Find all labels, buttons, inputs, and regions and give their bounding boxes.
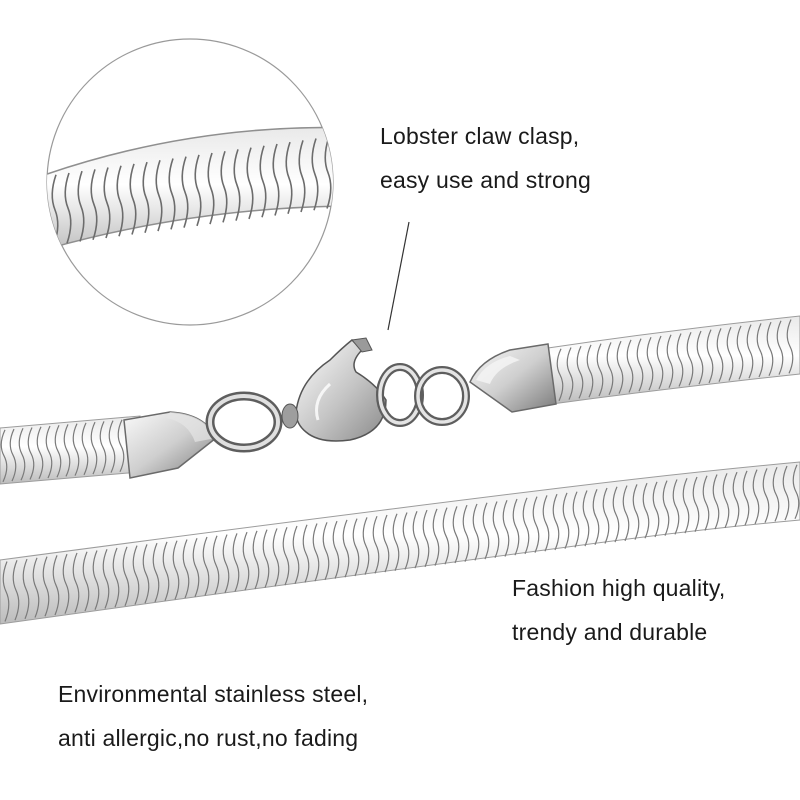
clasp-caption-line-1: Lobster claw clasp, [380,123,580,149]
material-caption-line-2: anti allergic,no rust,no fading [58,725,359,751]
chain-closeup-circle [46,38,334,326]
material-caption: Environmental stainless steel, anti alle… [58,672,368,760]
callout-line [387,221,410,331]
material-caption-line-1: Environmental stainless steel, [58,681,369,707]
fashion-caption-line-1: Fashion high quality, [512,575,726,601]
fashion-caption: Fashion high quality, trendy and durable [512,566,725,654]
right-end-cap [469,343,557,413]
left-jump-ring [205,391,283,453]
left-end-cap [123,411,217,479]
lobster-clasp [281,337,387,442]
clasp-caption-line-2: easy use and strong [380,167,591,193]
upper-chain-left [0,415,141,485]
clasp-jump-ring [376,363,470,427]
clasp-caption: Lobster claw clasp, easy use and strong [380,114,591,202]
upper-chain-right [547,315,800,405]
lower-chain [0,461,800,625]
fashion-caption-line-2: trendy and durable [512,619,708,645]
